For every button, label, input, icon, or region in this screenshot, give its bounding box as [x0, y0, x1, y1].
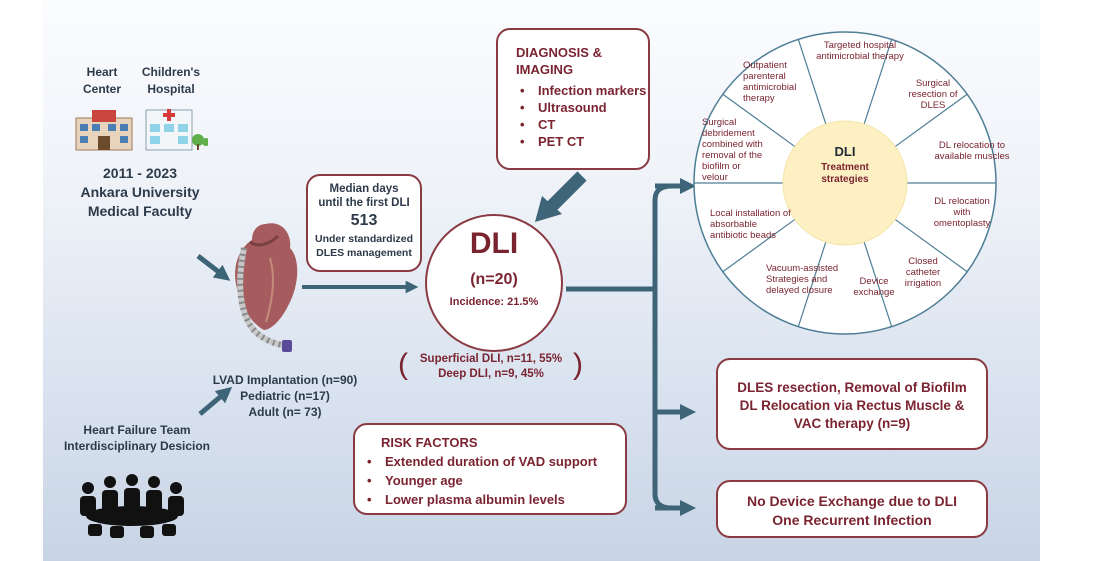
wheel-spoke	[894, 218, 968, 273]
median-days-box: Median days until the first DLI 513 Unde…	[306, 174, 422, 272]
diagnosis-item: Ultrasound	[516, 99, 648, 116]
treatment-center-sub2: strategies	[821, 174, 869, 185]
wedge-surgical-resection: Surgical resection of DLES	[908, 78, 958, 111]
diagnosis-title-line1: DIAGNOSIS &	[516, 45, 602, 60]
heart-center-label: Heart Center	[82, 65, 121, 96]
heart-lvad-illustration	[235, 223, 298, 352]
median-line4: DLES management	[316, 247, 412, 259]
treatment-center-sub1: Treatment	[821, 162, 869, 173]
types-left-paren: (	[398, 348, 408, 381]
wheel-spoke	[722, 218, 796, 273]
wheel-spoke	[797, 241, 827, 327]
heart-center-building-icon	[75, 110, 133, 151]
meeting-table-icon	[80, 474, 184, 538]
diagnosis-item: CT	[516, 116, 648, 133]
treatment-wheel	[693, 31, 997, 335]
dli-title: DLI	[469, 227, 519, 260]
dli-incidence: Incidence: 21.5%	[449, 296, 539, 308]
wedge-targeted-hospital: Targeted hospital antimicrobial therapy	[816, 40, 904, 62]
dli-types: Superficial DLI, n=11, 55% Deep DLI, n=9…	[410, 352, 572, 382]
university-label: Ankara University	[80, 184, 200, 200]
superficial-dli: Superficial DLI, n=11, 55%	[419, 353, 563, 365]
outcome1-line1: DLES resection, Removal of Biofilm	[737, 380, 967, 395]
arrow-institution-to-lvad	[196, 254, 231, 281]
bracket-outcomes	[652, 183, 673, 511]
wheel-spoke	[722, 93, 796, 148]
faculty-label: Medical Faculty	[87, 203, 193, 219]
risk-factors-list: Extended duration of VAD support Younger…	[363, 452, 625, 509]
wedge-local-installation: Local installation of absorbable antibio…	[710, 208, 791, 241]
outcome2-line1: No Device Exchange due to DLI	[746, 493, 958, 509]
wedge-dl-relocation-muscles: DL relocation to available muscles	[934, 140, 1010, 162]
lvad-adult: Adult (n= 73)	[248, 405, 322, 419]
heart-failure-team: Heart Failure Team Interdisciplinary Des…	[52, 422, 222, 454]
wheel-spoke	[863, 241, 893, 327]
arrow-diagnosis-to-dli	[543, 171, 587, 215]
outcome-no-exchange-box: No Device Exchange due to DLI One Recurr…	[716, 480, 988, 538]
lvad-pediatric: Pediatric (n=17)	[240, 389, 330, 403]
risk-factor-item: Younger age	[363, 471, 625, 490]
wedge-outpatient-parenteral: Outpatient parenteral antimicrobial ther…	[743, 60, 797, 104]
median-value: 513	[350, 212, 378, 229]
wheel-spoke	[894, 93, 968, 148]
treatment-center-title: DLI	[834, 144, 856, 159]
diagnosis-list: Infection markers Ultrasound CT PET CT	[516, 82, 648, 150]
outcome2-line2: One Recurrent Infection	[772, 512, 932, 528]
arrow-team-to-lvad	[198, 386, 233, 416]
outcome-resection-box: DLES resection, Removal of Biofilm DL Re…	[716, 358, 988, 450]
outcome1-line2: DL Relocation via Rectus Muscle &	[739, 398, 965, 413]
team-line2: Interdisciplinary Desicion	[63, 439, 211, 453]
childrens-hospital-label: Children's Hospital	[141, 65, 201, 96]
risk-factors-title: RISK FACTORS	[381, 435, 478, 450]
median-line2: until the first DLI	[318, 197, 410, 209]
outcome1-line3: VAC therapy (n=9)	[793, 416, 911, 431]
risk-factors-box: RISK FACTORS Extended duration of VAD su…	[353, 423, 627, 515]
wedge-surgical-debridement: Surgical debridement combined with remov…	[702, 117, 763, 183]
wheel-spoke	[863, 39, 893, 125]
team-line1: Heart Failure Team	[83, 423, 191, 437]
institution-block: 2011 - 2023 Ankara University Medical Fa…	[50, 164, 230, 221]
years-label: 2011 - 2023	[103, 165, 177, 181]
lvad-implantation: LVAD Implantation (n=90)	[212, 373, 358, 387]
risk-factor-item: Extended duration of VAD support	[363, 452, 625, 471]
dli-circle	[425, 214, 563, 352]
median-line3: Under standardized	[314, 233, 414, 245]
dli-n: (n=20)	[470, 271, 518, 288]
diagnosis-title-line2: IMAGING	[516, 62, 574, 77]
treatment-center-sub: Treatment strategies	[795, 162, 895, 186]
wedge-closed-catheter: Closed catheter irrigation	[904, 256, 942, 289]
wedge-dl-relocation-omentoplasty: DL relocation with omentoplasty	[933, 196, 991, 229]
median-line1: Median days	[329, 183, 399, 195]
wedge-vacuum-assisted: Vacuum-assisted Strategies and delayed c…	[766, 263, 839, 296]
wheel-spoke	[797, 39, 827, 125]
childrens-hospital-building-icon	[145, 109, 208, 151]
diagnosis-item: Infection markers	[516, 82, 648, 99]
risk-factor-item: Lower plasma albumin levels	[363, 490, 625, 509]
diagnosis-box: DIAGNOSIS & IMAGING Infection markers Ul…	[496, 28, 650, 170]
types-right-paren: )	[573, 348, 583, 381]
diagnosis-item: PET CT	[516, 133, 648, 150]
deep-dli: Deep DLI, n=9, 45%	[438, 368, 544, 380]
lvad-block: LVAD Implantation (n=90) Pediatric (n=17…	[200, 372, 370, 420]
wedge-device-exchange: Device exchange	[853, 276, 895, 298]
